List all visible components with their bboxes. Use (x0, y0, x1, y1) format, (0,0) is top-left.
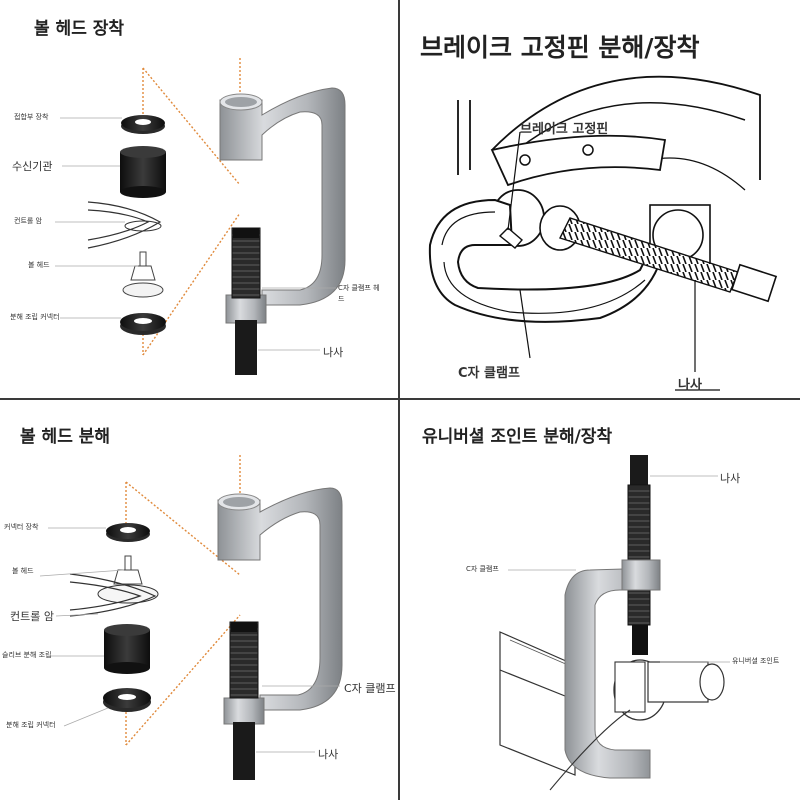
panel-ball-head-install: 볼 헤드 장착 접합부 장착 수신기관 컨트롤 암 볼 헤드 분해 조립 커넥터… (0, 0, 400, 400)
panel-title: 볼 헤드 분해 (20, 427, 111, 447)
label-sleeve: 슬리브 분해 조립 (2, 651, 52, 659)
panel-title: 유니버셜 조인트 분해/장착 (422, 427, 613, 447)
label-universal-joint: 유니버셜 조인트 (732, 657, 780, 665)
label-disassembly-connector: 분해 조립 커넥터 (6, 721, 56, 729)
panel-title: 브레이크 고정핀 분해/장착 (420, 33, 700, 62)
panel-universal-joint: 유니버셜 조인트 분해/장착 나사 C자 클램프 유니버셜 조인트 (400, 400, 800, 800)
vertical-divider (398, 0, 400, 800)
label-receiver: 수신기관 (12, 160, 53, 173)
horizontal-divider (0, 398, 800, 400)
panel-title: 볼 헤드 장착 (34, 19, 125, 39)
label-c-clamp: C자 클램프 (458, 366, 520, 381)
ball-head-install-illustration (55, 58, 346, 375)
label-connector-install: 커넥터 장착 (4, 523, 39, 531)
label-fold-part: 접합부 장착 (14, 113, 49, 121)
label-screw: 나사 (678, 378, 702, 393)
universal-joint-illustration (499, 455, 730, 791)
label-c-clamp: C자 클램프 (466, 565, 499, 573)
label-screw: 나사 (323, 346, 344, 359)
label-screw: 나사 (318, 748, 339, 761)
label-c-clamp: C자 클램프 (344, 682, 396, 695)
label-screw: 나사 (720, 472, 741, 485)
label-ball-head: 볼 헤드 (28, 261, 50, 269)
panel-ball-head-remove: 볼 헤드 분해 커넥터 장착 볼 헤드 컨트롤 암 슬리브 분해 조립 분해 조… (0, 400, 400, 800)
label-control-arm: 컨트롤 암 (14, 217, 42, 225)
ball-head-remove-illustration (39, 455, 343, 780)
label-disassembly-connector: 분해 조립 커넥터 (10, 313, 60, 321)
label-c-clamp-head: C자 클램프 헤드 (338, 284, 380, 303)
label-ball-head: 볼 헤드 (12, 567, 34, 575)
label-brake-pin: 브레이크 고정핀 (520, 122, 609, 137)
panel-brake-pin: 브레이크 고정핀 분해/장착 브레이크 고정핀 C자 클램프 나사 (400, 0, 800, 400)
label-control-arm: 컨트롤 암 (10, 610, 54, 623)
brake-pin-illustration (428, 75, 778, 391)
